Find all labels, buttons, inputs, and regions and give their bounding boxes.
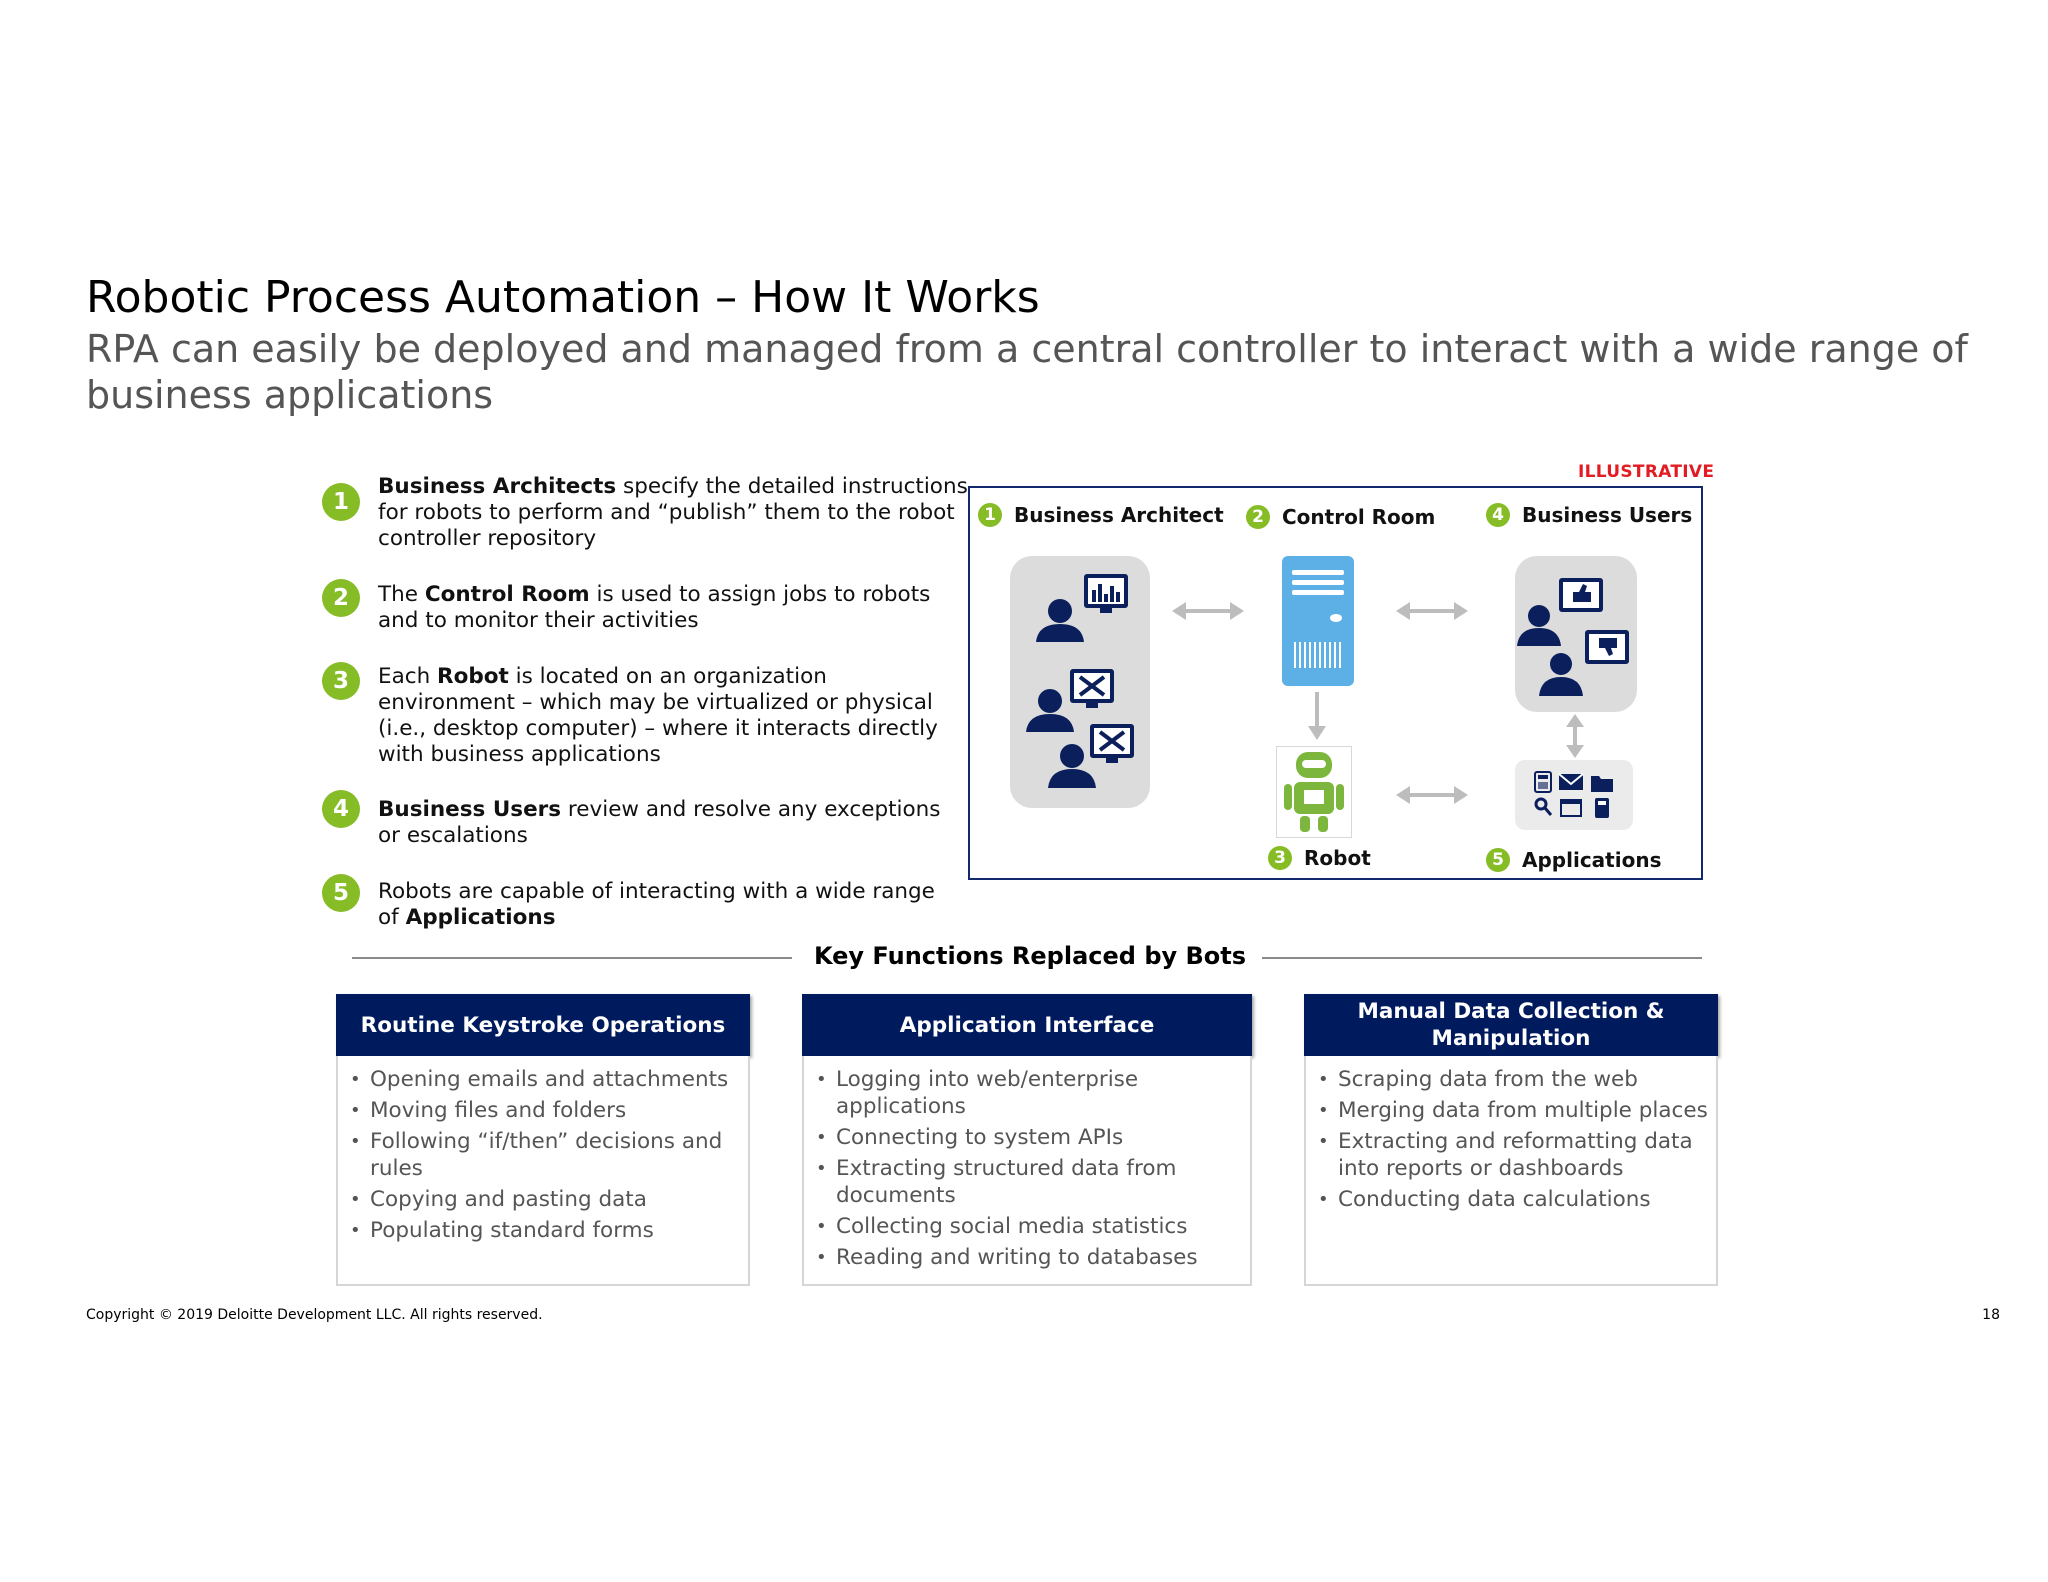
step-number-2: 2 [322, 579, 360, 617]
column-body-keystroke: Opening emails and attachments Moving fi… [336, 1056, 750, 1286]
business-architect-panel [1010, 556, 1150, 808]
slide-title: Robotic Process Automation – How It Work… [86, 272, 1040, 323]
step-text-1: Business Architects specify the detailed… [378, 474, 968, 551]
step-text-4: Business Users review and resolve any ex… [378, 797, 941, 848]
double-arrow-icon [1396, 786, 1468, 804]
mail-icon [1558, 773, 1584, 790]
step-number-4: 4 [322, 790, 360, 828]
calculator-icon [1595, 798, 1609, 818]
folder-icon [1591, 776, 1613, 792]
diagram-number: 5 [1486, 848, 1510, 872]
column-body-data-collection: Scraping data from the web Merging data … [1304, 1056, 1718, 1286]
rpa-diagram [968, 486, 1703, 880]
copyright-text: Copyright © 2019 Deloitte Development LL… [86, 1307, 543, 1323]
list-item: Copying and pasting data [346, 1186, 740, 1213]
column-header-data-collection: Manual Data Collection & Manipulation [1304, 994, 1718, 1056]
divider-left [352, 957, 792, 959]
diagram-number: 2 [1246, 505, 1270, 529]
step-text-5: Robots are capable of interacting with a… [378, 879, 935, 930]
list-item: Reading and writing to databases [812, 1244, 1242, 1271]
thumbs-down-monitor-icon [1585, 630, 1629, 664]
step-number-5: 5 [322, 874, 360, 912]
thumbs-up-monitor-icon [1559, 578, 1603, 612]
window-icon [1560, 799, 1582, 817]
chart-monitor-icon [1084, 574, 1128, 613]
list-item: Extracting and reformatting data into re… [1314, 1128, 1708, 1182]
list-item: Populating standard forms [346, 1217, 740, 1244]
diagram-number: 4 [1486, 503, 1510, 527]
architect-person-icon [1048, 744, 1096, 788]
applications-panel [1515, 760, 1633, 830]
calculator-icon [1534, 771, 1552, 793]
robot-icon [1275, 745, 1353, 839]
list-item: Connecting to system APIs [812, 1124, 1242, 1151]
user-person-icon [1517, 605, 1561, 646]
double-arrow-icon [1172, 602, 1244, 620]
user-person-icon [1539, 653, 1583, 696]
key-functions-title: Key Functions Replaced by Bots [813, 942, 1247, 970]
list-item: Conducting data calculations [1314, 1186, 1708, 1213]
vertical-double-arrow-icon [1566, 714, 1584, 758]
list-item: Moving files and folders [346, 1097, 740, 1124]
divider-right [1262, 957, 1702, 959]
column-header-application-interface: Application Interface [802, 994, 1252, 1056]
business-users-icons [1517, 578, 1629, 696]
list-item: Opening emails and attachments [346, 1066, 740, 1093]
architect-person-icon [1036, 599, 1084, 642]
list-item: Following “if/then” decisions and rules [346, 1128, 740, 1182]
list-item: Logging into web/enterprise applications [812, 1066, 1242, 1120]
magnifier-icon [1534, 797, 1553, 816]
list-item: Scraping data from the web [1314, 1066, 1708, 1093]
down-arrow-icon [1308, 692, 1326, 740]
illustrative-tag: ILLUSTRATIVE [1578, 462, 1715, 482]
slide-subtitle: RPA can easily be deployed and managed f… [86, 327, 1968, 417]
step-number-3: 3 [322, 662, 360, 700]
business-users-panel [1515, 556, 1637, 712]
column-header-keystroke: Routine Keystroke Operations [336, 994, 750, 1056]
business-architect-icons [1026, 574, 1134, 788]
diagram-number: 1 [978, 503, 1002, 527]
page-number: 18 [1982, 1307, 2000, 1323]
diagram-number: 3 [1268, 846, 1292, 870]
step-number-1: 1 [322, 483, 360, 521]
applications-icons [1534, 771, 1613, 818]
list-item: Collecting social media statistics [812, 1213, 1242, 1240]
list-item: Merging data from multiple places [1314, 1097, 1708, 1124]
tools-monitor-icon [1070, 669, 1114, 708]
architect-person-icon [1026, 689, 1074, 732]
server-icon [1282, 556, 1354, 686]
list-item: Extracting structured data from document… [812, 1155, 1242, 1209]
step-text-3: Each Robot is located on an organization… [378, 664, 938, 767]
tools-monitor-icon [1090, 724, 1134, 763]
column-body-application-interface: Logging into web/enterprise applications… [802, 1056, 1252, 1286]
double-arrow-icon [1396, 602, 1468, 620]
step-text-2: The Control Room is used to assign jobs … [378, 582, 931, 633]
